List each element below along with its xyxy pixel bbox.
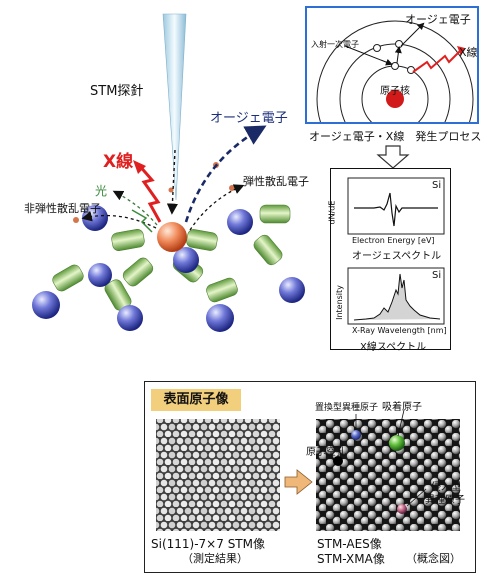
spectra-plots xyxy=(347,177,445,325)
auger-ylabel: dN/dE xyxy=(327,200,337,225)
surface-title: 表面原子像 xyxy=(151,389,241,411)
light-path xyxy=(112,190,158,226)
interstitial-atom xyxy=(397,504,407,514)
auger-path xyxy=(184,125,267,223)
inelastic-path xyxy=(81,211,157,229)
elastic-label: 弾性散乱電子 xyxy=(243,175,309,188)
xray-zigzag xyxy=(136,163,162,223)
interstitial-label-1: 侵入型 xyxy=(431,482,461,493)
vacancy-label: 原子空孔 xyxy=(306,447,346,458)
stm-image xyxy=(156,419,280,531)
auger-spectrum-line xyxy=(354,192,438,227)
auger-xlabel: Electron Energy [eV] xyxy=(352,236,435,245)
process-caption: オージェ電子・X線 発生プロセス xyxy=(309,130,482,143)
stm-caption-sub: （測定結果） xyxy=(182,552,248,565)
auger-element: Si xyxy=(432,180,442,191)
adsorbed-atom xyxy=(389,435,405,451)
process-incident-label: 入射一次電子 xyxy=(311,40,359,49)
light-zigzag xyxy=(131,209,153,233)
stm-diagram xyxy=(32,13,305,332)
concept-caption: （概念図） xyxy=(406,552,461,565)
substitution-label: 置換型異種原子 xyxy=(315,403,379,413)
nucleus-icon xyxy=(386,90,404,108)
aes-caption: STM-AES像 xyxy=(317,537,382,551)
stm-caption: Si(111)-7×7 STM像 xyxy=(151,537,265,551)
auger-label: オージェ電子 xyxy=(210,111,288,126)
adsorbed-label: 吸着原子 xyxy=(382,402,422,413)
process-diagram xyxy=(316,20,474,122)
substitution-atom xyxy=(351,430,361,440)
interstitial-label-2: 異種原子 xyxy=(425,495,465,506)
vacancy-marker xyxy=(333,456,343,466)
concept-image xyxy=(316,419,460,531)
xray-label: X線 xyxy=(103,152,134,172)
inelastic-electron-dot xyxy=(73,217,79,223)
target-atom xyxy=(157,222,187,252)
auger-caption: オージェスペクトル xyxy=(352,251,442,262)
xray-element: Si xyxy=(432,270,442,281)
xma-caption: STM-XMA像 xyxy=(317,552,385,566)
stm-probe xyxy=(162,13,187,201)
inelastic-label: 非弾性散乱電子 xyxy=(24,202,101,215)
xray-caption: X線スペクトル xyxy=(360,342,427,353)
stm-probe-label: STM探針 xyxy=(90,84,144,99)
down-arrow-icon xyxy=(376,145,410,169)
process-auger-label: オージェ電子 xyxy=(405,13,471,26)
process-xray-label: X線 xyxy=(459,46,478,59)
right-arrow-icon xyxy=(284,469,313,495)
incident-path xyxy=(166,149,178,215)
xray-spectrum-line xyxy=(353,273,441,321)
xray-ylabel: Intensity xyxy=(334,285,344,320)
process-nucleus-label: 原子核 xyxy=(380,86,410,97)
surface-images xyxy=(156,409,460,531)
incident-electron-dot xyxy=(168,187,174,193)
xray-xlabel: X-Ray Wavelength [nm] xyxy=(352,326,447,335)
elastic-path xyxy=(189,184,245,231)
light-label: 光 xyxy=(95,184,108,198)
